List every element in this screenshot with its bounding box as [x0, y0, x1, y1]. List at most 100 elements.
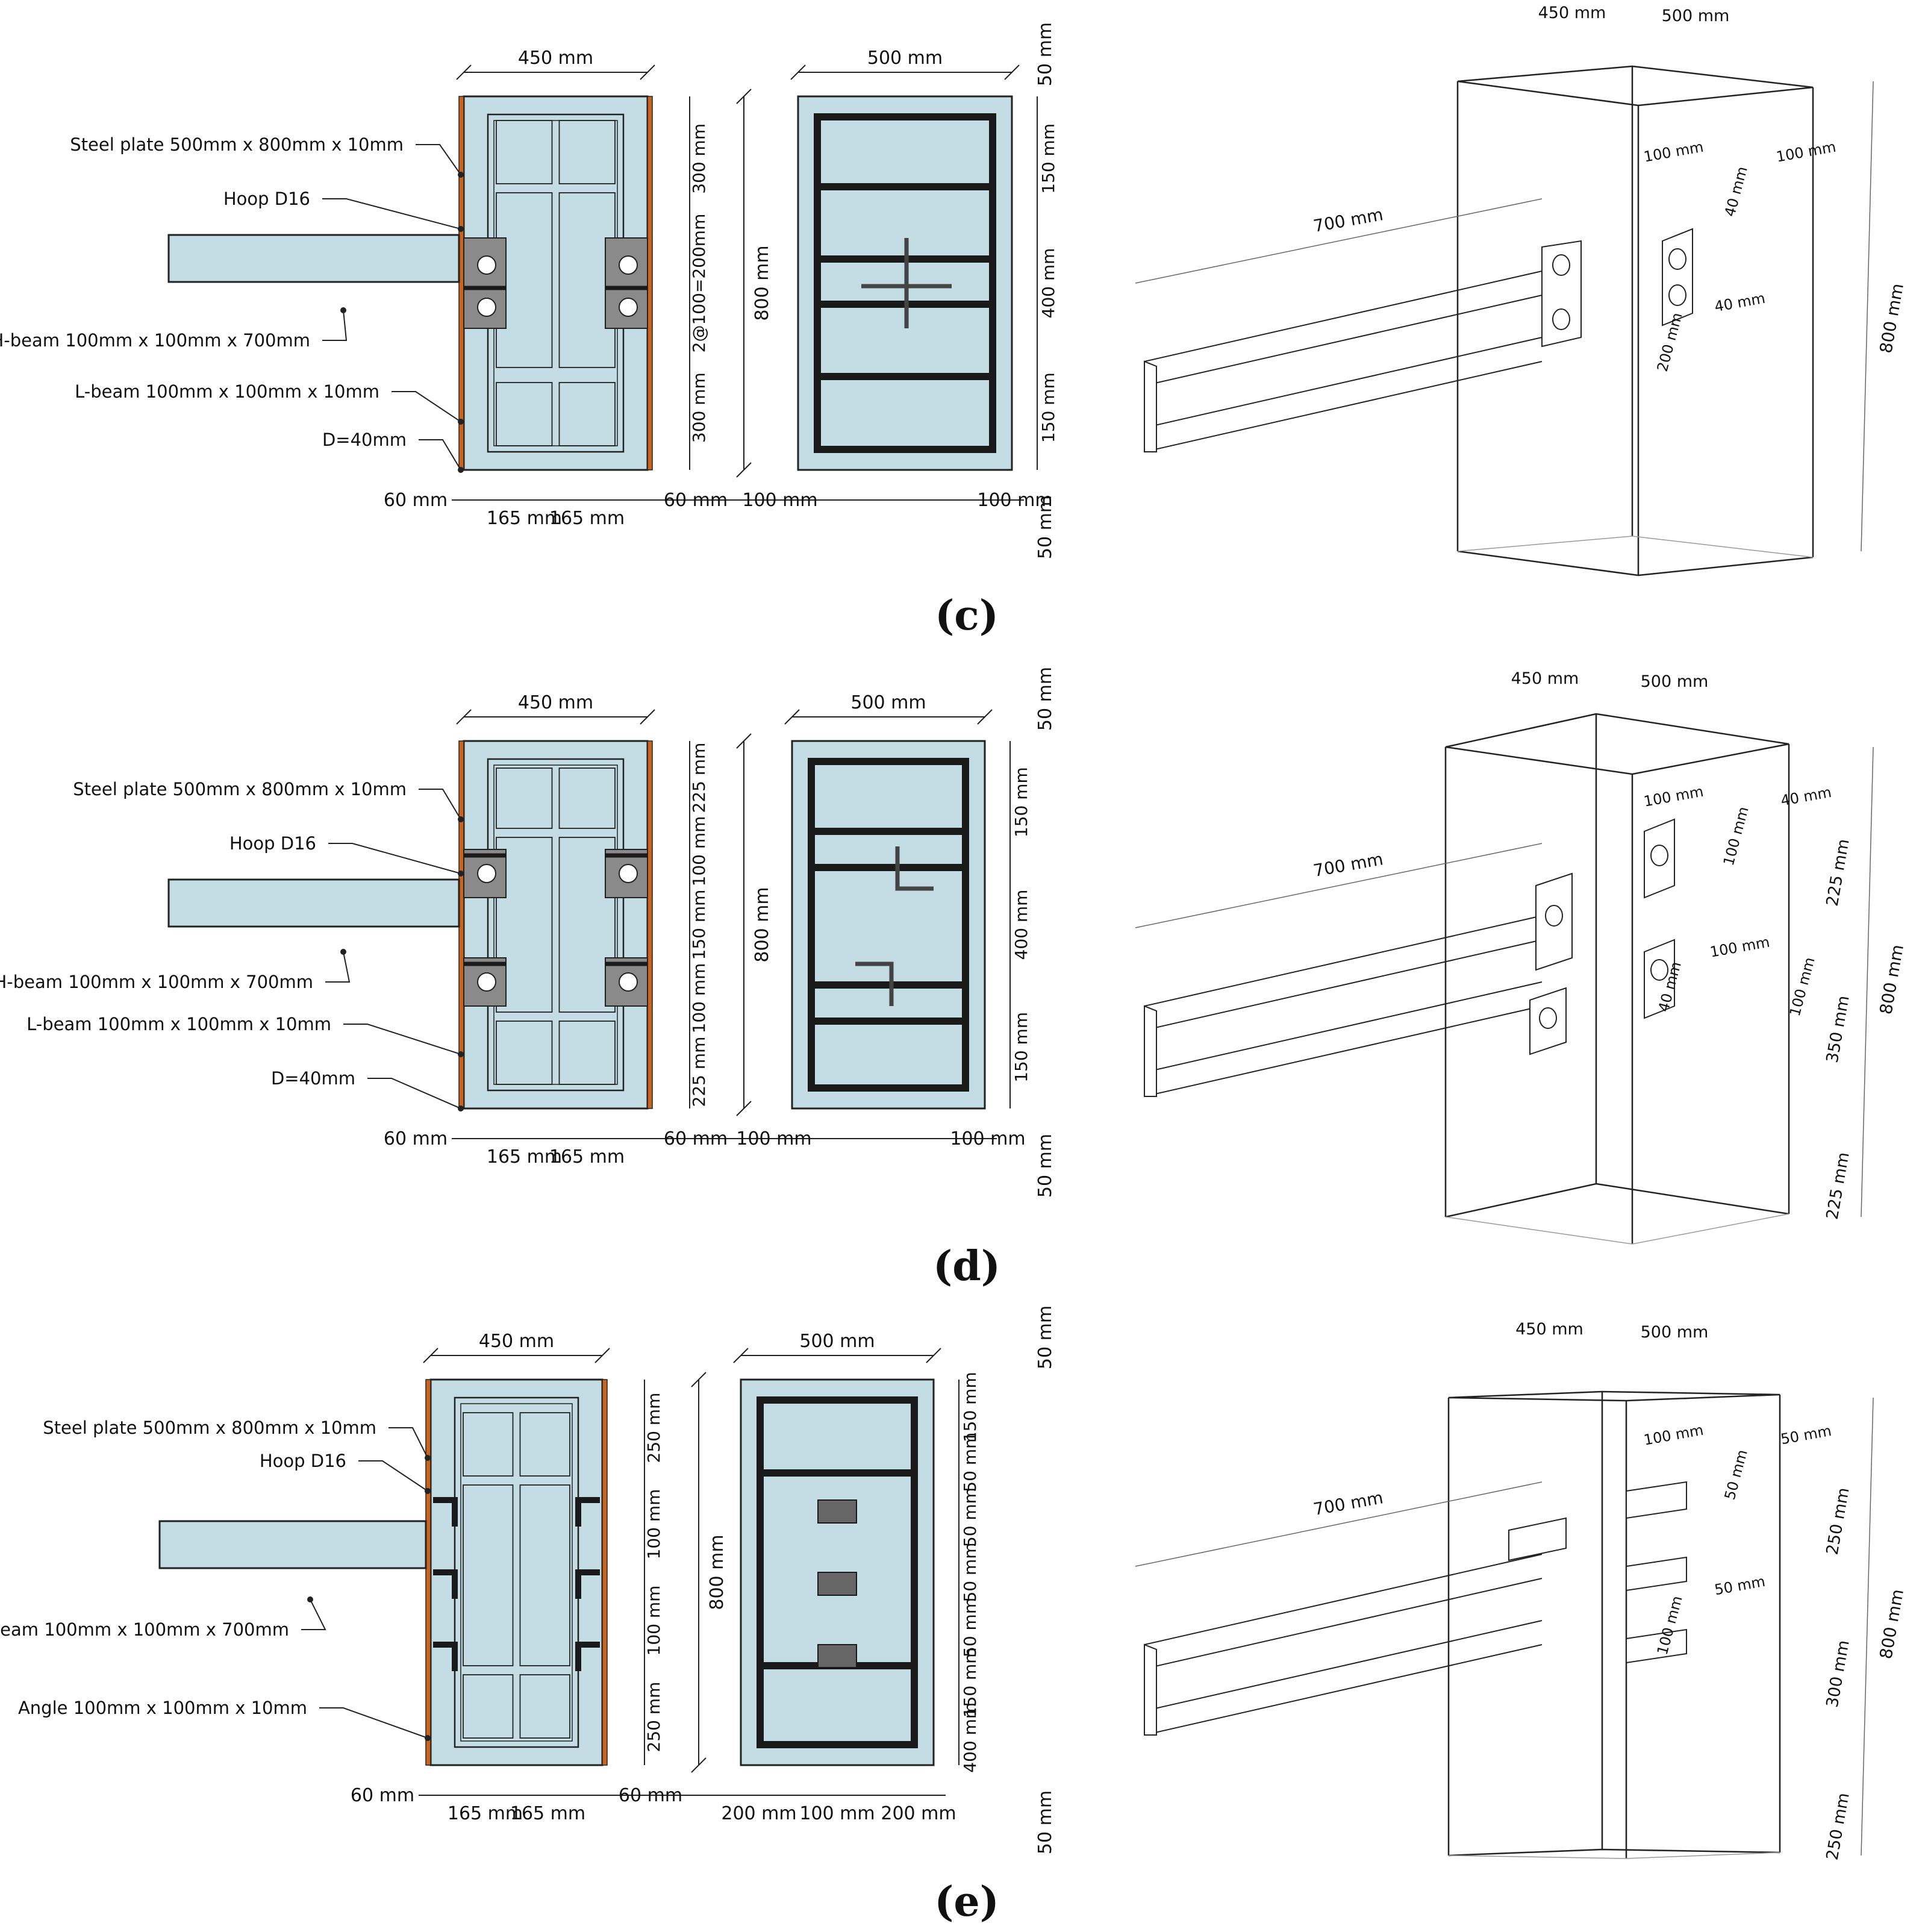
h-beam-edge [1144, 270, 1543, 362]
bolt-hole [619, 255, 638, 275]
leader-plate-arrow [458, 816, 464, 822]
connector-plate [1626, 1628, 1687, 1664]
angle-connector-right [575, 1642, 600, 1671]
top-cover-dim: 50 mm [1035, 1305, 1056, 1369]
iso-f-dim: 100 mm [1786, 955, 1818, 1018]
iso-w2-dim: 500 mm [1662, 7, 1730, 25]
iso-len-dim: 700 mm [1312, 849, 1385, 881]
iso-h-dim: 800 mm [1876, 1587, 1908, 1660]
iso-w1-dim: 450 mm [1538, 4, 1606, 22]
h-beam-side [167, 878, 460, 928]
side-b-dim: 100 mm [799, 1803, 875, 1824]
hoop-outline [487, 758, 625, 1092]
angle-connector-right [575, 1497, 600, 1527]
side-width-dim: 500 mm [867, 48, 943, 69]
leader-hole-arrow [458, 1105, 464, 1111]
label-plate: Steel plate 500mm x 800mm x 10mm [73, 779, 407, 799]
iso-h-dim: 800 mm [1876, 943, 1908, 1016]
connector-plate [1662, 228, 1693, 327]
front-width-dim-tick [594, 1348, 610, 1363]
column-side-face [791, 740, 986, 1110]
iso-len-line [1135, 198, 1543, 284]
angle-connector-left [433, 1569, 458, 1599]
box-top [1457, 65, 1814, 107]
box-top [1448, 1390, 1780, 1402]
iso-h-line [1861, 81, 1874, 552]
side-left-dim: 100 mm [742, 490, 817, 511]
front-v2-dim: 2@100=200mm [689, 214, 709, 353]
label-hole: D=40mm [322, 430, 407, 450]
rebar-cell [496, 837, 553, 1013]
h-beam-edge [1144, 295, 1543, 386]
front-v2-dim: 100 mm [644, 1489, 664, 1560]
leader-hbeam [301, 1599, 326, 1630]
front-v5-dim: 225 mm [689, 1037, 709, 1107]
hoop-frame [757, 1396, 918, 1748]
h-beam-edge [1144, 981, 1543, 1073]
iso-w1-dim: 450 mm [1515, 1320, 1583, 1339]
bolt-hole [1545, 905, 1563, 927]
iso-e-dim: 100 mm [1709, 934, 1771, 961]
iso-h3-dim: 225 mm [1823, 1151, 1853, 1221]
height-dim-tick [691, 1372, 707, 1387]
rebar-cell [519, 1412, 570, 1477]
leader-hoop [358, 1460, 428, 1492]
left-offset-dim: 60 mm [384, 490, 448, 511]
label-hoop: Hoop D16 [260, 1451, 346, 1471]
steel-plate-right [647, 96, 653, 470]
iso-b-dim: 50 mm [1721, 1448, 1751, 1501]
height-dim: 800 mm [752, 887, 773, 962]
leader-angle [319, 1707, 428, 1739]
leader-lbeam-arrow [458, 419, 464, 425]
bolt-hole [619, 298, 638, 317]
mid1-dim: 165 mm [448, 1803, 523, 1824]
bolt-hole [477, 298, 496, 317]
mid2-dim: 165 mm [510, 1803, 585, 1824]
side-s5-dim: 50 mm [960, 1598, 980, 1657]
side-s2-dim: 50 mm [960, 1433, 980, 1492]
side-width-dim-tick [790, 64, 806, 80]
angle-connector-left [433, 1497, 458, 1527]
leader-hoop-arrow [458, 226, 464, 232]
h-beam-end [1144, 1643, 1157, 1736]
steel-plate-left [425, 1379, 431, 1766]
iso-a-dim: 100 mm [1643, 1422, 1705, 1449]
label-hbeam: H-beam 100mm x 100mm x 700mm [0, 330, 310, 351]
height-dim: 800 mm [707, 1534, 728, 1610]
h-beam-edge [1144, 1005, 1543, 1097]
leader-hbeam-arrow [307, 1596, 313, 1602]
column-front-face [463, 740, 649, 1110]
side-right-dim: 100 mm [950, 1128, 1025, 1149]
connector-plate [1644, 939, 1675, 1019]
iso-w2-dim: 500 mm [1641, 1323, 1709, 1342]
side-left-dim: 100 mm [736, 1128, 811, 1149]
right-offset-dim: 60 mm [619, 1785, 682, 1806]
height-dim-tick [736, 89, 752, 104]
angle-connector-right [575, 1569, 600, 1599]
label-hoop: Hoop D16 [223, 189, 310, 209]
top-cover-dim: 50 mm [1035, 667, 1056, 731]
iso-c-dim: 40 mm [1779, 784, 1833, 809]
height-dim-tick [691, 1757, 707, 1773]
leader-plate [419, 789, 461, 820]
iso-c-dim: 50 mm [1779, 1422, 1833, 1448]
h-beam-end [1144, 1005, 1157, 1097]
side-width-dim-tick [977, 709, 993, 725]
height-dim-tick [736, 462, 752, 478]
iso-len-dim: 700 mm [1312, 1487, 1385, 1519]
leader-lbeam-arrow [458, 1051, 464, 1057]
top-cover-dim: 50 mm [1035, 22, 1056, 86]
box-bottom-back [1457, 536, 1814, 558]
steel-plate-right [602, 1379, 608, 1766]
box-top [1445, 713, 1789, 775]
side-width-dim: 500 mm [850, 692, 926, 713]
side-s3-dim: 150 mm [1038, 372, 1058, 443]
side-s1-dim: 150 mm [960, 1372, 980, 1442]
steel-plate-left [458, 96, 464, 470]
side-s4-dim: 50 mm [960, 1542, 980, 1602]
connector-plate [1535, 872, 1573, 971]
iso-h2-dim: 300 mm [1823, 1639, 1853, 1708]
